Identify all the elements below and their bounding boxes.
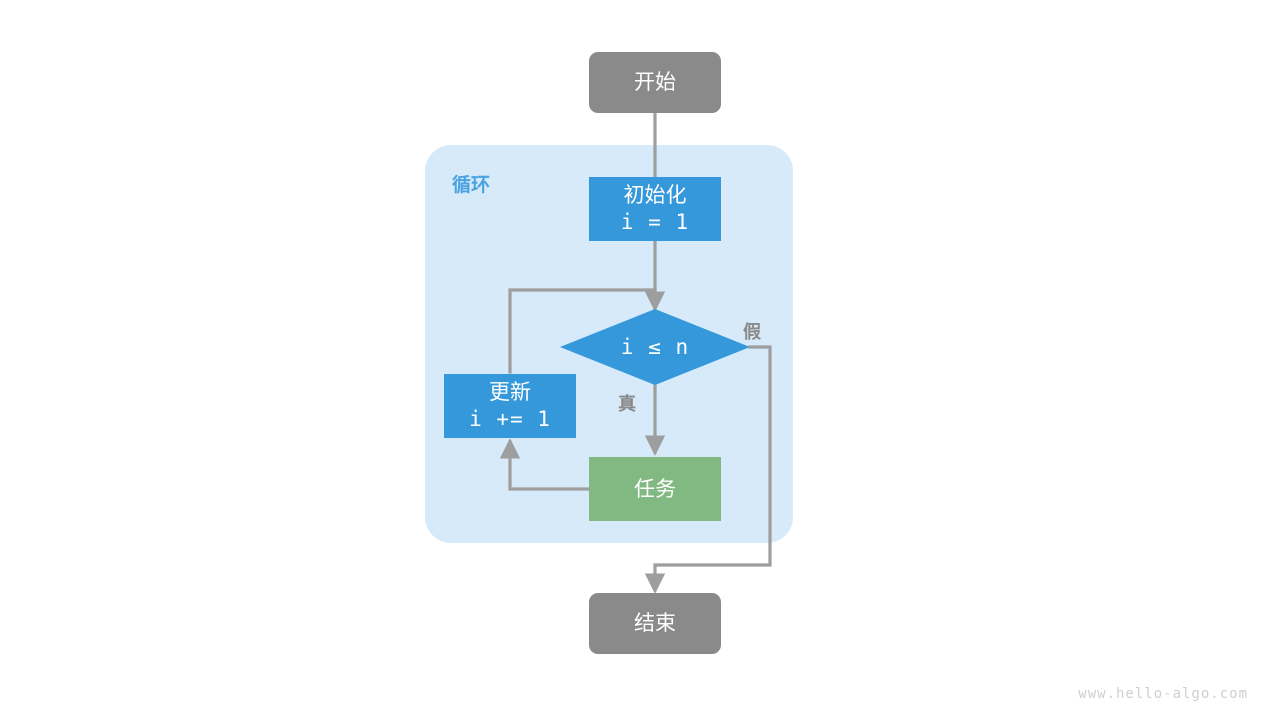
edge-cond-false-to-end xyxy=(644,345,772,594)
node-condition[interactable] xyxy=(560,309,750,385)
edge-label-false: 假 xyxy=(743,322,761,343)
edge-update-to-cond xyxy=(508,288,657,374)
node-init[interactable] xyxy=(589,177,721,241)
edge-label-true: 真 xyxy=(618,394,636,415)
loop-group-label: 循环 xyxy=(452,174,491,196)
node-update[interactable] xyxy=(444,374,576,438)
node-end[interactable] xyxy=(589,593,721,654)
watermark: www.hello-algo.com xyxy=(1078,686,1248,702)
node-task[interactable] xyxy=(589,457,721,521)
node-start[interactable] xyxy=(589,52,721,113)
edge-task-to-update xyxy=(499,438,591,491)
